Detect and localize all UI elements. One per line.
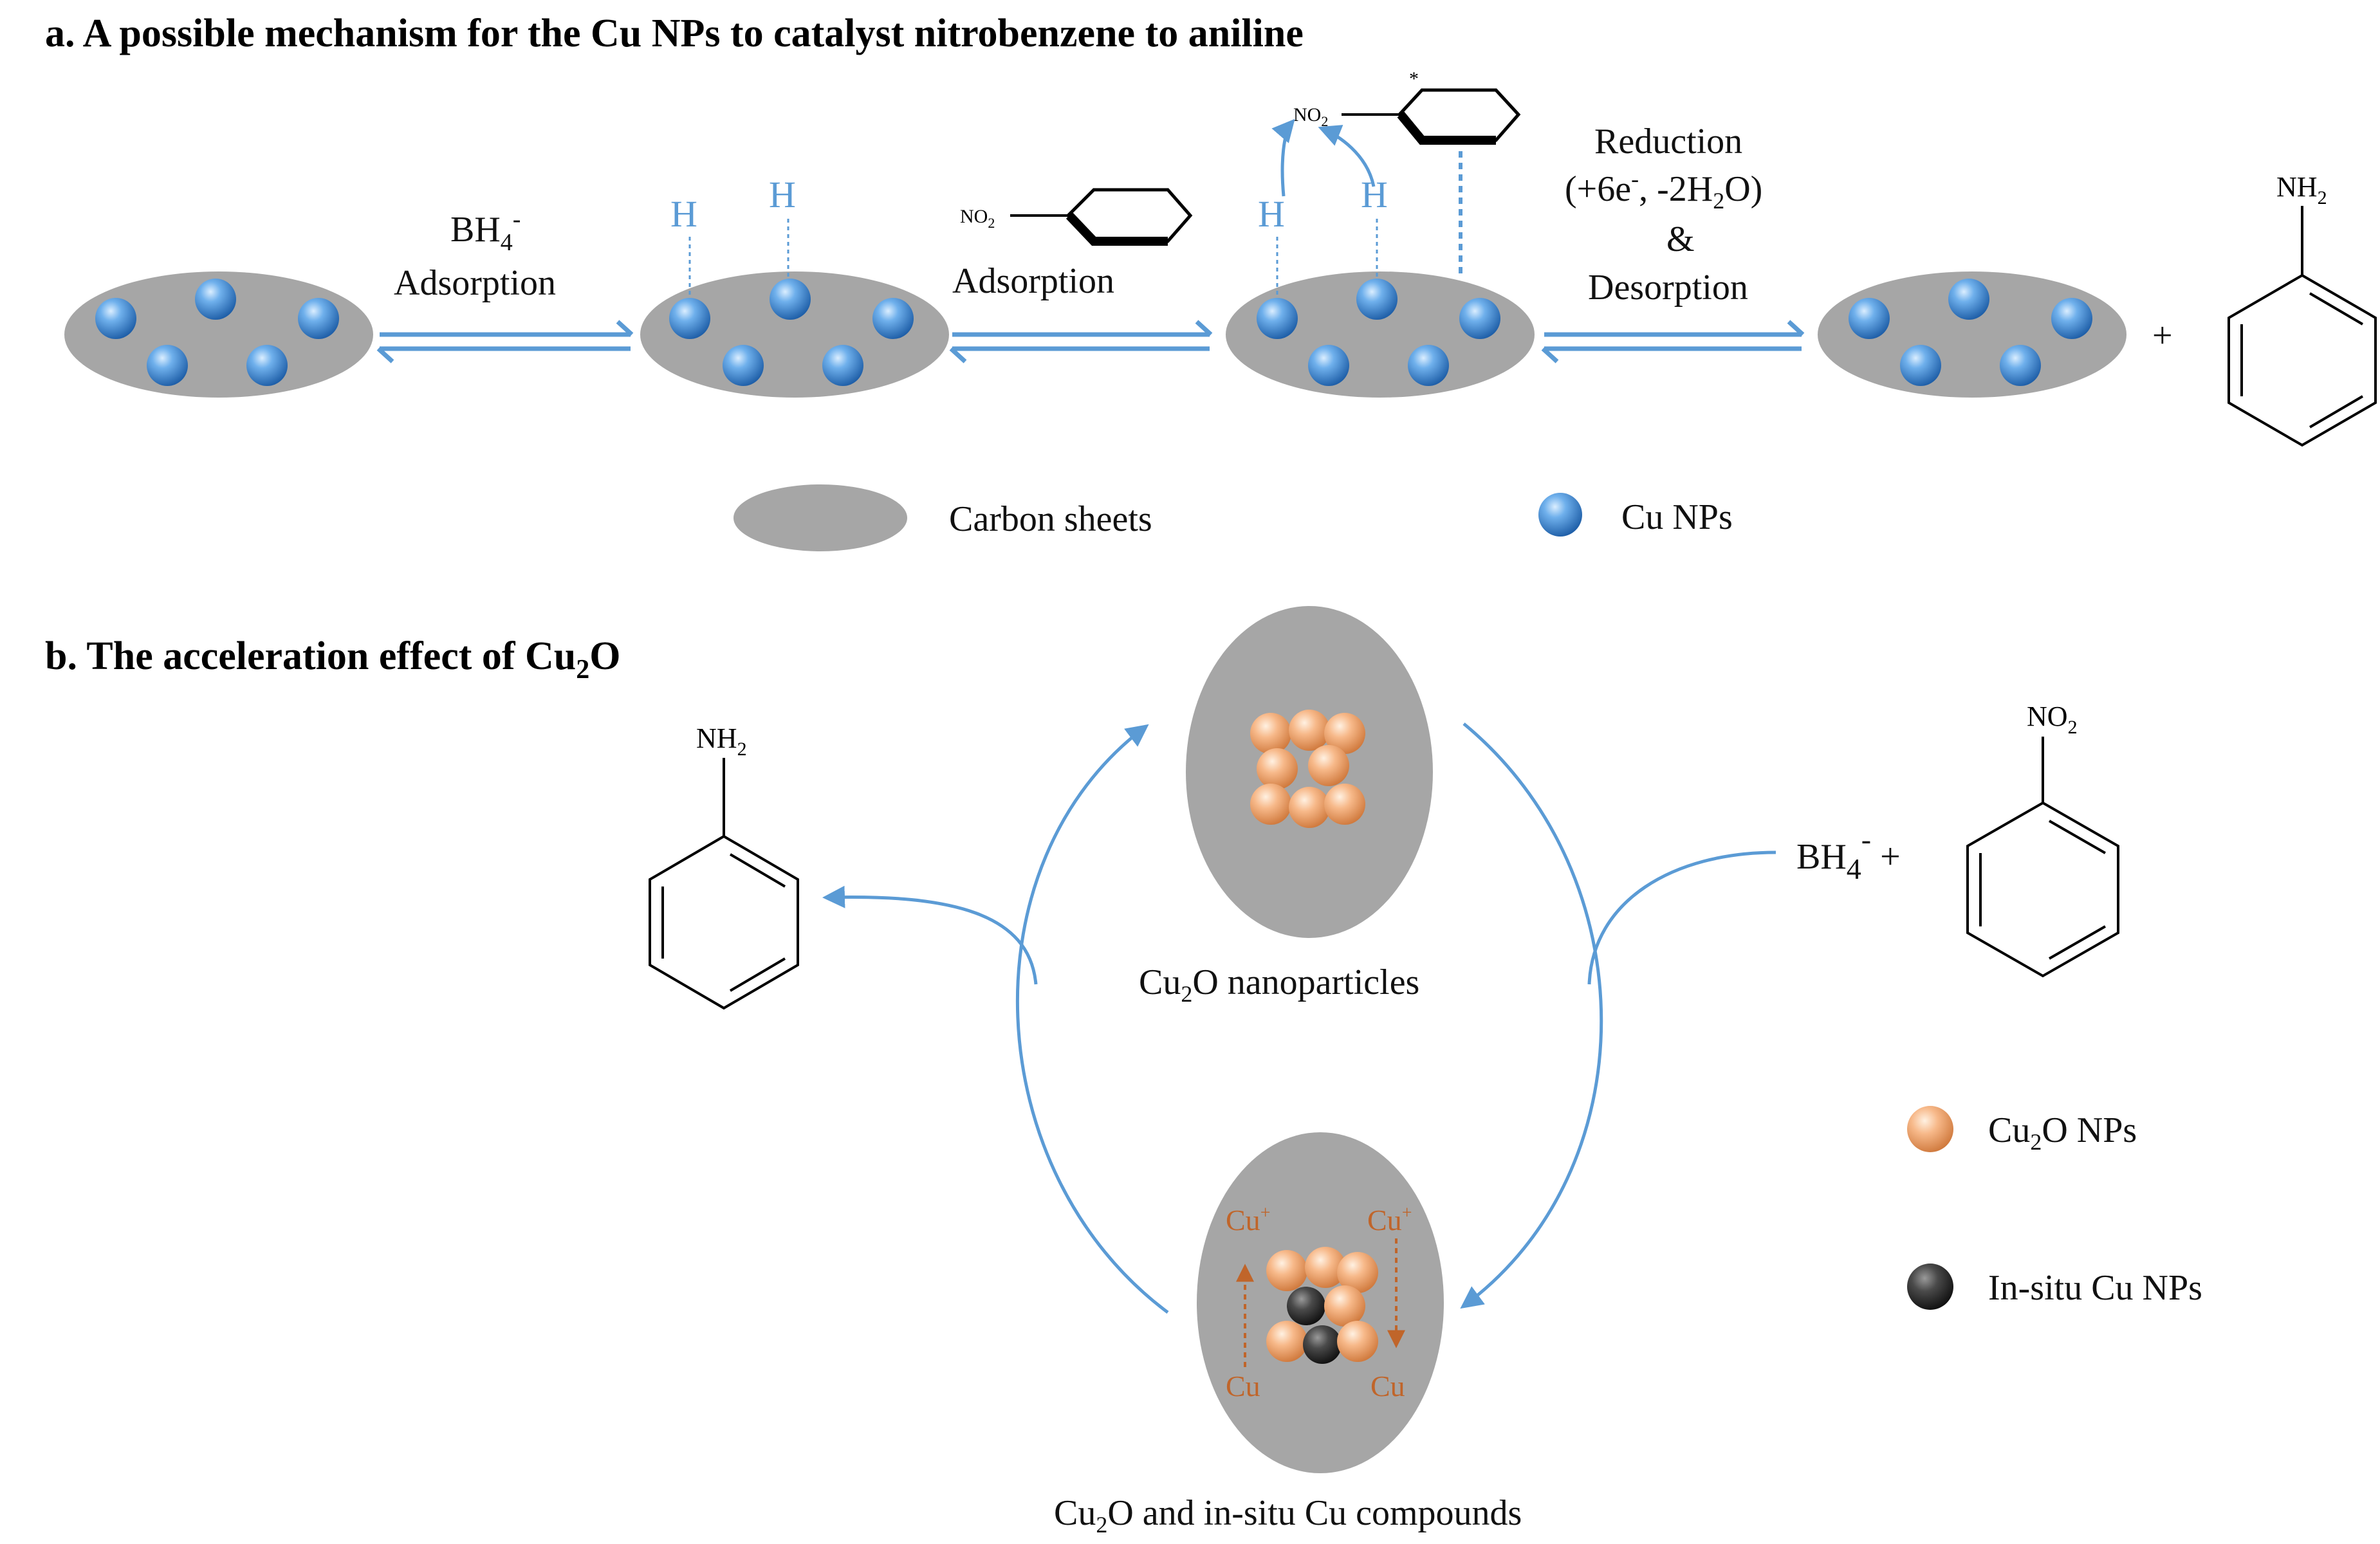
step1-label: BH4- Adsorption [394,206,556,303]
svg-text:Cu: Cu [1370,1370,1405,1402]
aniline-structure-b: NH2 [649,722,799,1010]
svg-text:NH2: NH2 [2276,171,2327,208]
legend-carbon-sheets: Carbon sheets [733,484,1152,551]
top-caption: Cu2O nanoparticles [1139,962,1419,1007]
svg-text:Cu2O NPs: Cu2O NPs [1988,1110,2137,1155]
svg-text:H: H [769,174,796,216]
svg-text:*: * [1409,68,1419,89]
svg-text:H: H [1258,193,1285,235]
adsorbed-species-sheet-3: H H NO2 * [1258,68,1521,295]
svg-text:Carbon sheets: Carbon sheets [949,499,1152,539]
plus-sign: + [2152,316,2173,356]
equilibrium-arrow-1 [376,320,634,363]
svg-text:&: & [1666,219,1695,259]
step3-label: Reduction (+6e-, -2H2O) & Desorption [1565,122,1762,308]
step2-label: Adsorption [952,261,1114,301]
svg-text:BH4-: BH4- [450,206,521,256]
svg-text:NO2: NO2 [960,206,995,231]
carbon-sheet-2 [640,271,949,398]
equilibrium-arrow-3 [1541,320,1805,363]
adsorbed-hydrogen-sheet-2: H H [670,174,796,295]
svg-text:H: H [1361,174,1388,216]
reagent-label: BH4- + [1796,823,1901,885]
svg-text:(+6e-, -2H2O): (+6e-, -2H2O) [1565,166,1762,214]
panel-a-heading: a. A possible mechanism for the Cu NPs t… [45,12,1304,55]
svg-text:NO2: NO2 [2027,701,2078,738]
svg-text:H: H [670,193,697,235]
carbon-sheet-4 [1818,271,2126,398]
aniline-structure-a: NH2 [2228,171,2377,447]
catalytic-cycle-arrows [822,722,1776,1314]
nitrobenzene-perspective-1: NO2 [960,188,1193,246]
nitrobenzene-structure-b: NO2 [1966,701,2119,978]
carbon-sheet-1 [64,271,373,398]
panel-b-heading: b. The acceleration effect of Cu2O [45,634,621,685]
legend-cu2o-nps: Cu2O NPs [1907,1106,2137,1155]
svg-text:Adsorption: Adsorption [394,263,556,303]
equilibrium-arrow-2 [949,320,1213,363]
cu2o-insitu-sheet: Cu+ Cu+ Cu Cu [1197,1132,1444,1473]
svg-text:Desorption: Desorption [1588,268,1748,308]
svg-text:Reduction: Reduction [1594,122,1742,161]
svg-text:Cu NPs: Cu NPs [1621,497,1733,537]
bottom-caption: Cu2O and in-situ Cu compounds [1054,1493,1522,1538]
svg-text:Cu: Cu [1226,1370,1260,1402]
cu2o-nanoparticle-sheet [1186,606,1433,938]
svg-text:Cu+: Cu+ [1367,1203,1412,1236]
legend-cu-nps: Cu NPs [1538,493,1733,537]
carbon-sheet-3 [1226,271,1535,398]
svg-text:NO2: NO2 [1293,104,1328,129]
svg-text:Cu+: Cu+ [1226,1203,1270,1236]
svg-text:In-situ Cu NPs: In-situ Cu NPs [1988,1268,2202,1308]
legend-insitu-cu-nps: In-situ Cu NPs [1907,1264,2202,1310]
svg-text:NH2: NH2 [696,722,747,760]
